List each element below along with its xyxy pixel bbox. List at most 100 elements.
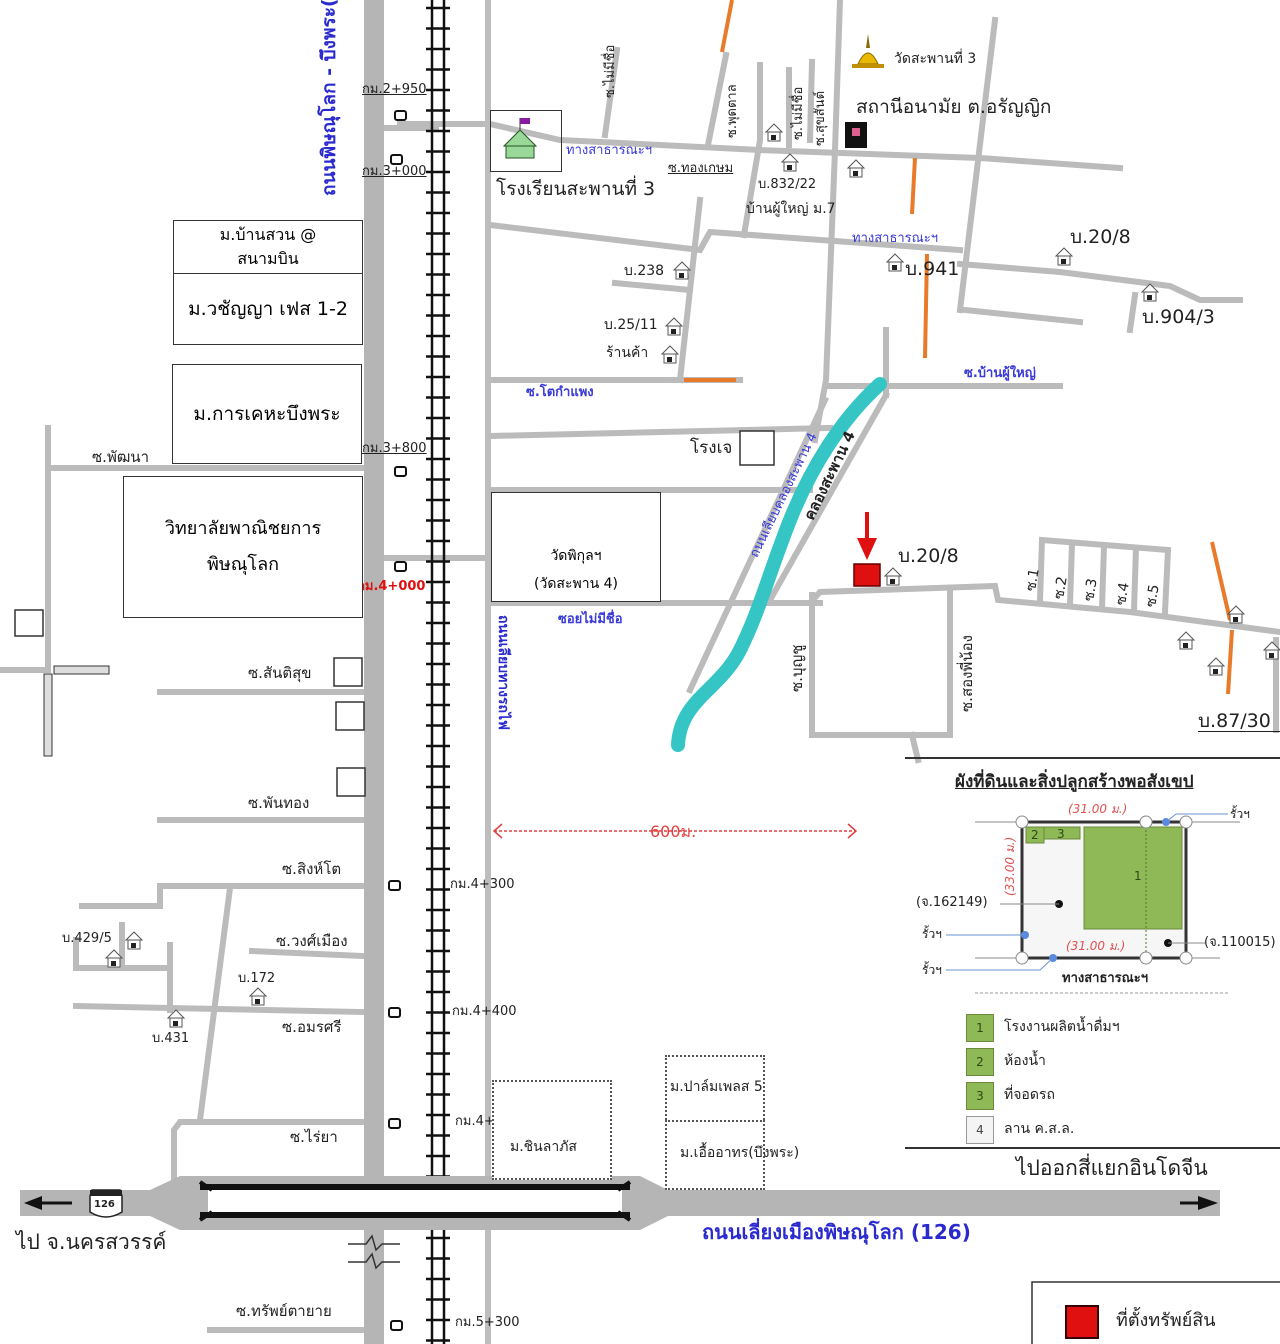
site-plan-fence: รั้วฯ	[1230, 807, 1250, 821]
temple-mid-box: วัดพิกุลฯ (วัดสะพาน 4)	[491, 492, 661, 602]
road-4	[961, 306, 1084, 326]
soi-numbered-label: ซ.4	[1113, 581, 1133, 607]
house-icon	[846, 159, 866, 178]
soi-v2	[704, 51, 730, 149]
rail-side-top	[383, 125, 493, 561]
house-icon	[780, 153, 800, 172]
soi-amonsri	[72, 1002, 366, 1016]
school-label: โรงเรียนสะพานที่ 3	[496, 178, 656, 200]
house-icon	[764, 123, 784, 142]
house-label: บ.429/5	[62, 931, 112, 946]
public-way-label: ทางสาธารณะฯ	[852, 231, 939, 246]
target-house-label: บ.20/8	[898, 545, 959, 567]
property-legend-swatch	[1065, 1305, 1099, 1339]
road-2	[486, 221, 964, 254]
temple-icon	[852, 34, 884, 68]
road-mid	[486, 424, 834, 440]
legend-swatch: 3	[966, 1082, 994, 1110]
house-label: บ.25/11	[604, 317, 658, 333]
legend-label: ที่จอดรถ	[1004, 1087, 1055, 1103]
village-bansuan-box: ม.บ้านสวน @ สนามบิน	[173, 220, 363, 274]
soi-label: ซ.ไร่ยา	[290, 1128, 338, 1146]
block-tail	[908, 731, 922, 764]
road-sign-icon	[394, 466, 407, 477]
road-center-vert	[811, 0, 844, 444]
road-rail-side	[485, 0, 491, 1344]
legend-swatch: 1	[966, 1014, 994, 1042]
route-shield-icon	[89, 1189, 123, 1218]
soi-raiya	[171, 1119, 365, 1187]
temple-mid-label: วัดพิกุลฯ	[550, 548, 602, 564]
distance-label: 600ม.	[650, 822, 697, 841]
village-palm-label: ม.ปาล์มเพลส 5	[670, 1079, 763, 1095]
road-sign-icon	[390, 154, 403, 165]
road-3	[956, 260, 1243, 303]
house-label: บ.904/3	[1142, 306, 1215, 328]
house-icon	[104, 949, 124, 968]
site-plan-building-3	[1043, 826, 1081, 840]
road-diag-left	[196, 884, 234, 1124]
km-marker: กม.3+800	[362, 441, 427, 456]
railway	[426, 0, 450, 1344]
village-euaarthon-box	[665, 1120, 765, 1190]
soi-no-name-label: ซอยไม่มีชื่อ	[558, 612, 623, 627]
orange-markers	[684, 0, 1234, 695]
soi-label: ซ.ไม่มีชื่อ	[603, 44, 618, 98]
temple-mid-sublabel: (วัดสะพาน 4)	[534, 576, 618, 592]
soi-numbered-label: ซ.1	[1023, 567, 1043, 593]
road-sign-icons	[388, 110, 407, 1331]
soi-label: ซ.ไม่มีชื่อ	[791, 86, 806, 140]
road-sign-icon	[388, 1118, 401, 1129]
house-icon	[248, 987, 268, 1006]
house-icon	[672, 261, 692, 280]
house-icon	[660, 345, 680, 364]
soi-label: ซ.วงศ์เมือง	[276, 932, 348, 950]
site-plan-width-bottom: (31.00 ม.)	[1066, 939, 1126, 953]
target-property-marker[interactable]	[853, 563, 881, 587]
house-label: บ.20/8	[1070, 226, 1131, 248]
legend-label: ลาน ค.ส.ล.	[1004, 1121, 1075, 1137]
direction-right-label: ไปออกสี่แยกอินโดจีน	[1016, 1156, 1208, 1180]
wall-hatched	[53, 665, 110, 675]
road-right-vert	[956, 16, 999, 314]
soi-label: ซ.พันทอง	[248, 794, 310, 812]
house-label: บ.941	[905, 258, 960, 280]
soi-numbered-label: ซ.5	[1143, 583, 1163, 609]
soi-thongkasem-label: ซ.ทองเกษม	[668, 161, 734, 176]
soi-wongmuang	[248, 947, 366, 960]
road-canal-side-2	[765, 390, 891, 605]
site-plan-fence: รั้วฯ	[922, 927, 942, 941]
site-plan-building-label: 2	[1031, 828, 1039, 842]
km-marker: กม.4+300	[450, 877, 515, 892]
building-square	[14, 609, 44, 637]
village-chinnathat-label: ม.ชินลาภัส	[510, 1139, 577, 1155]
soi-phatthana-label: ซ.พัฒนา	[92, 448, 150, 466]
site-plan-building-label: 1	[1134, 869, 1142, 883]
house-label: บ้านผู้ใหญ่ ม.7	[746, 201, 836, 217]
soi-numbered-2	[1098, 542, 1108, 612]
temple-top-label: วัดสะพานที่ 3	[894, 51, 977, 67]
soi-numbered-label: ซ.2	[1051, 575, 1071, 601]
soi-label: ซ.พุดตาล	[725, 84, 740, 138]
distance-arrow	[492, 823, 858, 839]
house-icon	[1226, 605, 1246, 624]
village-chinnathat-box	[492, 1080, 612, 1180]
village-euaarthon-label: ม.เอื้ออาทร(บึงพระ)	[680, 1145, 800, 1161]
wall-hatched	[43, 673, 53, 757]
road-sign-icon	[388, 1007, 401, 1018]
road-sign-icon	[394, 561, 407, 572]
school-icon	[502, 118, 538, 159]
village-wachanya-box: ม.วชัญญา เฟส 1-2	[173, 273, 363, 345]
soi-label: ซ.บุญชู	[788, 644, 806, 692]
soi-label: ซ.อมรศรี	[282, 1018, 342, 1036]
house-icons	[104, 123, 1280, 1028]
legend-label: โรงงานผลิตน้ำดื่มฯ	[1004, 1019, 1120, 1035]
canal-khlong-saphan-4	[671, 377, 887, 752]
site-plan-deed-left: (จ.162149)	[916, 895, 988, 910]
college-sublabel: พิษณุโลก	[206, 554, 280, 575]
road-sign-icon	[394, 110, 407, 121]
road-sign-icon	[388, 880, 401, 891]
village-wachanya-label: ม.วชัญญา เฟส 1-2	[188, 298, 348, 320]
site-plan-road: ทางสาธารณะฯ	[1062, 971, 1149, 986]
